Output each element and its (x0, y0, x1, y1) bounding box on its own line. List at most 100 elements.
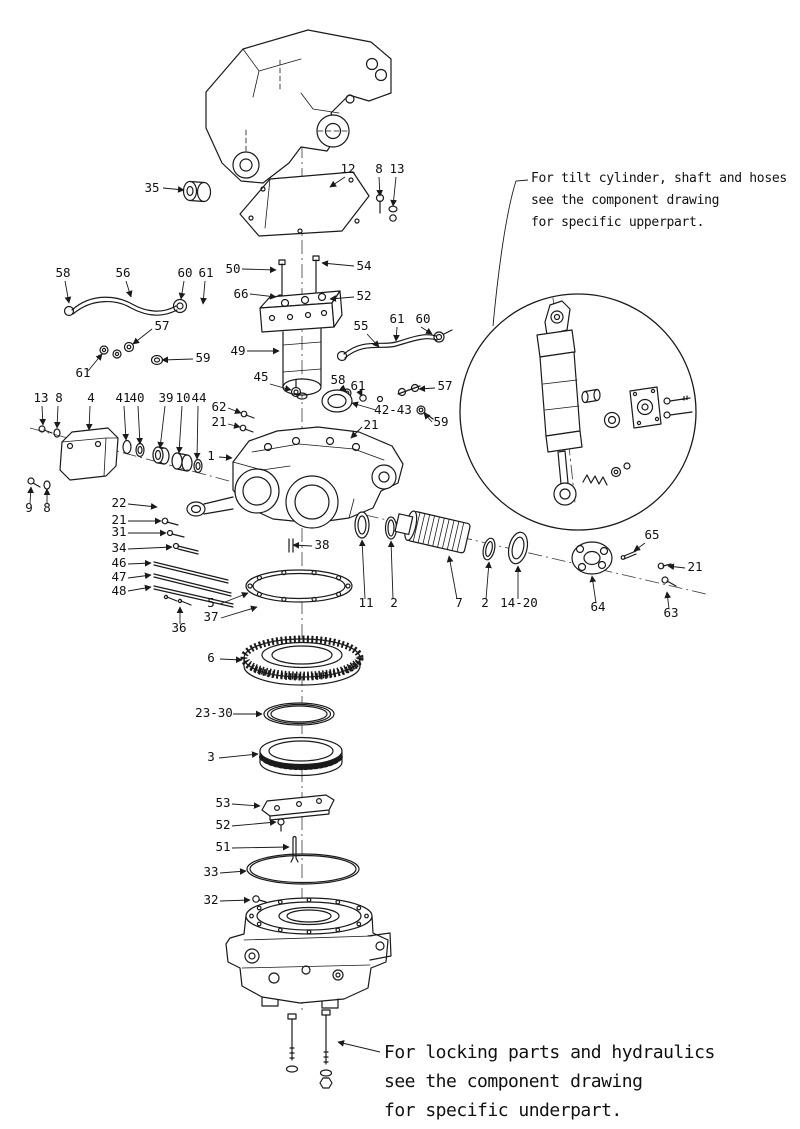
leader-line-59 (161, 356, 194, 364)
part-label-42-43: 42-43 (374, 402, 412, 417)
note-line: For locking parts and hydraulics (384, 1042, 715, 1063)
leader-line-2 (387, 540, 395, 600)
part-label-56: 56 (115, 265, 130, 280)
part-label-53: 53 (215, 795, 230, 810)
leader-line-8 (53, 405, 61, 429)
leader-line-7 (446, 555, 458, 600)
part-label-58: 58 (55, 265, 70, 280)
note-line: For tilt cylinder, shaft and hoses (531, 171, 787, 186)
annotation-leaders (337, 179, 529, 1053)
part-label-60: 60 (177, 265, 192, 280)
leader-line-61 (200, 280, 207, 305)
left-hose-assembly (63, 296, 188, 366)
part-label-12: 12 (340, 161, 355, 176)
part-label-38: 38 (314, 537, 329, 552)
part-label-61: 61 (389, 311, 404, 326)
part-label-40: 40 (129, 390, 144, 405)
leader-line-42-43 (351, 401, 377, 411)
part-label-8: 8 (43, 500, 51, 515)
leader-line-63 (664, 591, 672, 610)
leader-line-37 (220, 605, 258, 619)
leader-line-50 (241, 266, 277, 274)
part-label-14-20: 14-20 (500, 595, 538, 610)
leader-line-6 (219, 656, 243, 664)
leader-line-58 (339, 384, 347, 392)
split-pin (290, 835, 299, 863)
part-label-66: 66 (233, 286, 248, 301)
part-label-59: 59 (195, 350, 210, 365)
upperpart-note: For tilt cylinder, shaft and hoses see t… (531, 168, 787, 234)
left-valve-parts (27, 410, 364, 490)
part-label-52: 52 (356, 288, 371, 303)
part-label-46: 46 (111, 555, 126, 570)
part-label-8: 8 (375, 161, 383, 176)
part-label-21: 21 (363, 417, 378, 432)
part-label-47: 47 (111, 569, 126, 584)
shaft-parts-row (354, 510, 529, 565)
note-line: see the component drawing (384, 1071, 643, 1092)
leader-line-52 (329, 295, 355, 302)
leader-line-57 (132, 328, 153, 345)
part-label-7: 7 (455, 595, 463, 610)
note-line: for specific underpart. (384, 1100, 622, 1121)
leader-line-38 (292, 541, 313, 549)
leader-line-48 (127, 584, 152, 592)
leader-line-22 (127, 503, 158, 510)
part-label-63: 63 (663, 605, 678, 620)
part-label-50: 50 (225, 261, 240, 276)
cover-plate (239, 171, 370, 237)
leader-line-2 (485, 561, 492, 600)
leader-line-33 (219, 868, 247, 875)
leader-line-5 (219, 592, 249, 605)
part-label-54: 54 (356, 258, 371, 273)
leader-line-61 (87, 353, 103, 372)
part-label-62: 62 (211, 399, 226, 414)
part-label-2: 2 (390, 595, 398, 610)
leader-line-53 (231, 802, 261, 809)
leader-line-52 (231, 819, 277, 827)
bottom-bolts (285, 1009, 333, 1089)
part-label-6: 6 (207, 650, 215, 665)
part-label-8: 8 (55, 390, 63, 405)
part-label-48: 48 (111, 583, 126, 598)
leader-line-13 (390, 176, 397, 207)
leader-line-60 (420, 326, 433, 335)
part-label-36: 36 (171, 620, 186, 635)
leader-line-4 (85, 405, 93, 431)
seal-kit (263, 702, 335, 726)
part-label-1: 1 (207, 448, 215, 463)
leader-line-9 (27, 486, 34, 504)
part-label-60: 60 (415, 311, 430, 326)
leader-line-13 (39, 405, 47, 426)
part-label-2: 2 (481, 595, 489, 610)
leader-line-57 (418, 385, 436, 392)
note-line: see the component drawing (531, 193, 720, 208)
fittings-cluster (290, 379, 434, 420)
part-label-10: 10 (175, 390, 190, 405)
leader-line-35 (162, 186, 185, 193)
part-label-61: 61 (75, 365, 90, 380)
part-label-3: 3 (207, 749, 215, 764)
leader-line-62 (227, 407, 242, 414)
part-label-51: 51 (215, 839, 230, 854)
leader-line-61 (356, 389, 363, 397)
part-label-13: 13 (389, 161, 404, 176)
leader-line-55 (366, 333, 380, 348)
tilt-cylinder-detail-view (459, 293, 697, 531)
seal-ring-42-43 (321, 389, 353, 413)
part-label-5: 5 (207, 595, 215, 610)
leader-line-12 (329, 176, 346, 188)
part-label-39: 39 (158, 390, 173, 405)
part-label-35: 35 (144, 180, 159, 195)
o-ring (246, 853, 360, 885)
leader-line-59 (423, 412, 433, 423)
leader-line-61 (393, 326, 400, 342)
leader-line-34 (127, 543, 173, 551)
leader-line-21 (350, 426, 363, 439)
part-label-52: 52 (215, 817, 230, 832)
part-label-23-30: 23-30 (195, 705, 233, 720)
part-label-13: 13 (33, 390, 48, 405)
part-label-32: 32 (203, 892, 218, 907)
